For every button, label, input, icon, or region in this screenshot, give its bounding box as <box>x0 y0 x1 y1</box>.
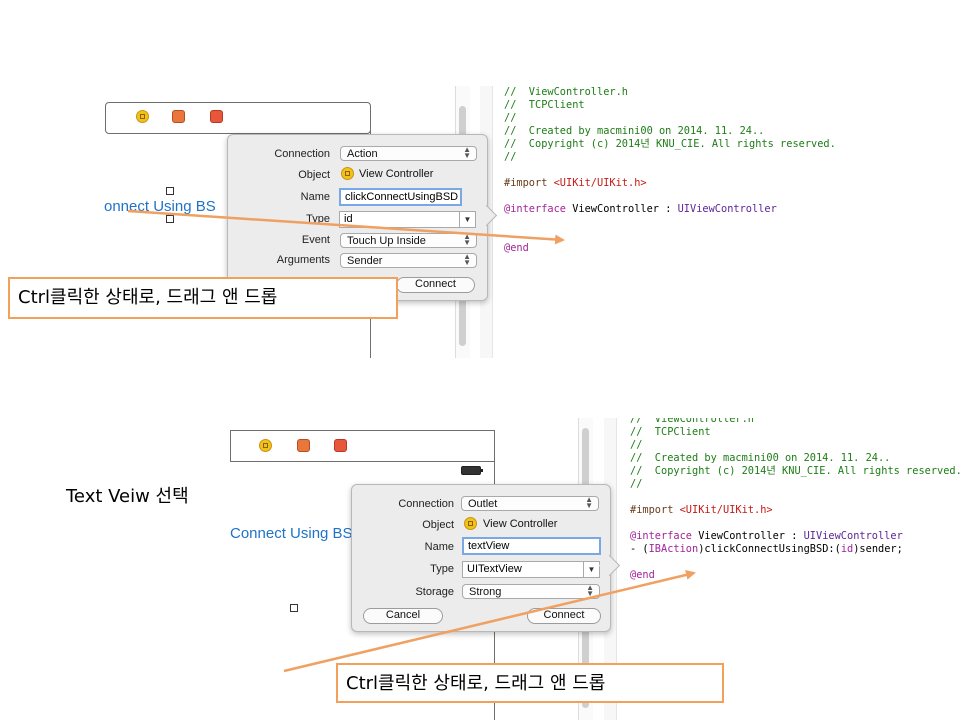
name-label: Name <box>300 191 330 203</box>
connection-label: Connection <box>274 148 330 160</box>
arguments-label: Arguments <box>276 254 330 266</box>
storage-label: Storage <box>415 586 454 598</box>
event-value: Touch Up Inside <box>347 235 426 247</box>
dropdown-arrow-icon: ▼ <box>459 212 475 227</box>
code-line[interactable]: // <box>504 112 517 124</box>
view-controller-scene-bar <box>105 102 371 134</box>
name-label: Name <box>424 541 454 553</box>
resize-handle[interactable] <box>290 604 298 612</box>
drag-arrow <box>283 569 696 673</box>
connect-button-label[interactable]: Connect Using BS <box>230 525 353 542</box>
code-line[interactable]: #import <UIKit/UIKit.h> <box>504 177 647 189</box>
first-responder-icon[interactable] <box>297 439 310 452</box>
stepper-icon: ▲▼ <box>463 252 471 267</box>
type-value: UITextView <box>467 563 522 575</box>
arguments-value: Sender <box>347 255 383 267</box>
drag-arrow <box>127 209 565 245</box>
stepper-icon: ▲▼ <box>463 145 471 160</box>
event-select[interactable]: Touch Up Inside ▲▼ <box>340 233 477 248</box>
type-label: Type <box>306 213 330 225</box>
view-controller-icon[interactable] <box>259 439 272 452</box>
exit-icon[interactable] <box>334 439 347 452</box>
stepper-icon: ▲▼ <box>586 583 594 598</box>
code-editor[interactable]: // ViewController.h// TCPClient//// Crea… <box>504 86 836 255</box>
first-responder-icon[interactable] <box>172 110 185 123</box>
stepper-icon: ▲▼ <box>463 232 471 247</box>
code-line[interactable]: - (IBAction)clickConnectUsingBSD:(id)sen… <box>630 543 903 555</box>
code-line[interactable]: // <box>504 151 517 163</box>
code-line[interactable]: // Copyright (c) 2014년 KNU_CIE. All righ… <box>630 465 960 477</box>
view-controller-icon[interactable] <box>136 110 149 123</box>
connection-value: Outlet <box>468 498 498 510</box>
code-line[interactable]: // Copyright (c) 2014년 KNU_CIE. All righ… <box>504 138 836 150</box>
connection-popup: Connection Outlet ▲▼ Object View Control… <box>351 484 611 632</box>
connection-select[interactable]: Action ▲▼ <box>340 146 477 161</box>
connection-select[interactable]: Outlet ▲▼ <box>461 496 599 511</box>
type-label: Type <box>430 563 454 575</box>
object-value: View Controller <box>359 168 434 180</box>
view-controller-scene-bar <box>230 430 495 462</box>
cancel-button[interactable]: Cancel <box>363 608 443 624</box>
code-line[interactable]: // <box>630 478 643 490</box>
name-field[interactable]: clickConnectUsingBSD <box>339 188 462 206</box>
stepper-icon: ▲▼ <box>585 495 593 510</box>
view-controller-icon <box>464 517 477 530</box>
code-line[interactable]: @interface ViewController : UIViewContro… <box>630 530 903 542</box>
connection-popup: Connection Action ▲▼ Object View Control… <box>227 134 488 301</box>
text-view-select-label: Text Veiw 선택 <box>66 486 189 507</box>
battery-icon <box>461 466 483 475</box>
type-select[interactable]: id ▼ <box>339 211 476 228</box>
object-value: View Controller <box>483 518 558 530</box>
drag-instruction-callout: Ctrl클릭한 상태로, 드래그 앤 드롭 <box>8 277 398 319</box>
storage-value: Strong <box>469 586 502 598</box>
code-line[interactable]: // Created by macmini00 on 2014. 11. 24.… <box>504 125 765 137</box>
object-label: Object <box>298 169 330 181</box>
type-select[interactable]: UITextView ▼ <box>462 561 600 578</box>
storage-select[interactable]: Strong ▲▼ <box>462 584 600 599</box>
arguments-select[interactable]: Sender ▲▼ <box>340 253 477 268</box>
view-controller-icon <box>341 167 354 180</box>
exit-icon[interactable] <box>210 110 223 123</box>
connection-value: Action <box>347 148 378 160</box>
code-line[interactable]: // <box>630 439 643 451</box>
object-label: Object <box>422 519 454 531</box>
type-value: id <box>344 213 353 225</box>
resize-handle[interactable] <box>166 187 174 195</box>
code-line[interactable]: @end <box>504 242 529 254</box>
code-line[interactable]: // ViewController.h <box>630 418 754 425</box>
dropdown-arrow-icon: ▼ <box>583 562 599 577</box>
name-field[interactable]: textView <box>462 537 601 555</box>
event-label: Event <box>301 234 330 246</box>
drag-instruction-callout: Ctrl클릭한 상태로, 드래그 앤 드롭 <box>336 663 724 703</box>
connect-button[interactable]: Connect <box>527 608 601 624</box>
code-editor[interactable]: // ViewController.h// TCPClient//// Crea… <box>630 418 960 582</box>
resize-handle[interactable] <box>166 215 174 223</box>
code-line[interactable]: @interface ViewController : UIViewContro… <box>504 203 777 215</box>
code-line[interactable]: // TCPClient <box>504 99 585 111</box>
code-line[interactable]: // ViewController.h <box>504 86 628 98</box>
code-line[interactable]: @end <box>630 569 655 581</box>
code-line[interactable]: #import <UIKit/UIKit.h> <box>630 504 773 516</box>
code-line[interactable]: // TCPClient <box>630 426 711 438</box>
connection-label: Connection <box>398 498 454 510</box>
code-line[interactable]: // Created by macmini00 on 2014. 11. 24.… <box>630 452 891 464</box>
